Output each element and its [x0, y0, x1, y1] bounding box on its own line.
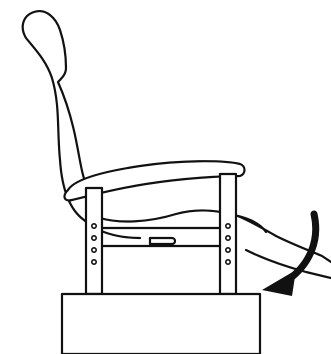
arrow-head-icon	[262, 270, 296, 296]
chair-base	[62, 294, 260, 354]
backrest	[23, 11, 140, 238]
release-handle	[150, 238, 175, 244]
right-frame-post	[220, 174, 236, 294]
